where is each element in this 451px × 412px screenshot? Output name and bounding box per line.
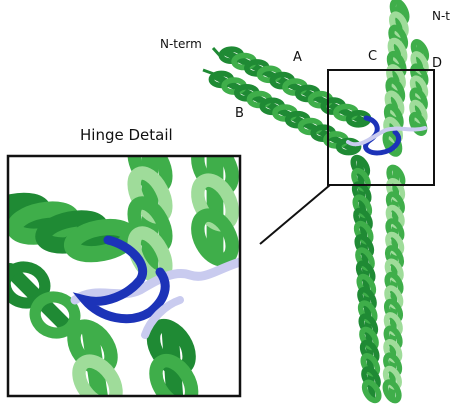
inset-frame bbox=[6, 154, 242, 398]
zoom-region-box bbox=[327, 69, 435, 186]
inset-loop-light-b bbox=[141, 296, 184, 339]
lower-helix-right bbox=[382, 164, 406, 404]
hinge-loop-dark bbox=[363, 115, 402, 156]
label-helix-b: B bbox=[235, 106, 244, 121]
zoom-connector-line bbox=[259, 184, 331, 245]
label-n-term-right: N-t bbox=[432, 9, 450, 23]
n-term-tail-left-b bbox=[202, 68, 215, 76]
helix-c-ribbon bbox=[382, 0, 410, 157]
helix-bundle-main bbox=[202, 0, 435, 404]
hinge-loop-light bbox=[346, 126, 427, 147]
n-term-tail-left bbox=[211, 46, 224, 60]
lower-helix-left bbox=[350, 154, 382, 404]
inset-helix-lower-right bbox=[146, 319, 199, 396]
inset-loop-dark bbox=[72, 235, 170, 324]
label-helix-a: A bbox=[293, 50, 302, 65]
helix-a-ribbon bbox=[218, 46, 372, 128]
inset-helix-left bbox=[8, 192, 138, 339]
label-helix-d: D bbox=[432, 56, 442, 71]
inset-helix-right bbox=[191, 156, 239, 267]
label-helix-c: C bbox=[368, 49, 377, 64]
inset-title: Hinge Detail bbox=[80, 126, 173, 144]
hinge-detail-inset bbox=[6, 154, 242, 398]
inset-helix-lower-left bbox=[67, 319, 123, 396]
helix-d-ribbon bbox=[408, 39, 430, 136]
label-n-term-left: N-term bbox=[160, 37, 202, 51]
